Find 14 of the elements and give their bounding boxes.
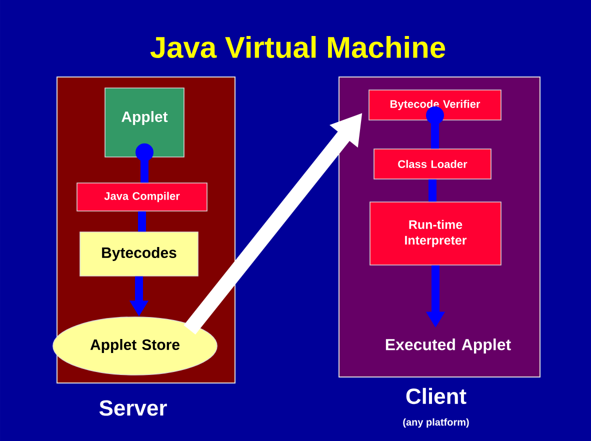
bytecodes-box: Bytecodes <box>80 232 198 276</box>
node-label: Server <box>99 400 167 416</box>
connector-line <box>428 179 436 202</box>
connector-line <box>138 211 146 232</box>
slide-title: Java Virtual Machine <box>150 36 446 58</box>
result-label: Executed Applet <box>386 338 511 354</box>
applet-box: Applet <box>104 88 184 158</box>
connector-line <box>136 143 154 183</box>
loader-box: Class Loader <box>374 148 492 180</box>
verifier-box: Bytecode Verifier <box>368 90 502 120</box>
node-label: Client <box>406 388 466 404</box>
compiler-box: Java Compiler <box>76 182 208 212</box>
node-label: (any platform) <box>403 418 469 428</box>
interpreter-box: Run-time Interpreter <box>370 202 502 266</box>
